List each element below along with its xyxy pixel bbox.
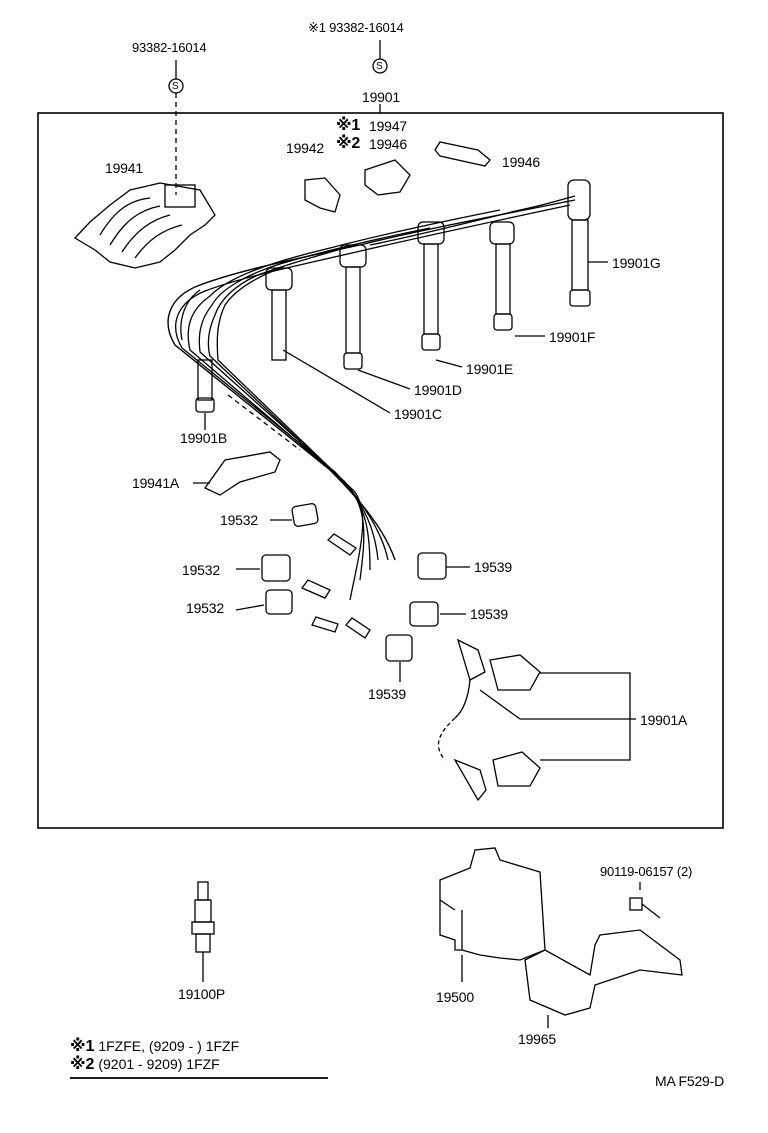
label-19901B: 19901B: [180, 430, 228, 446]
ignition-coil-19500: [439, 847, 546, 982]
boot-19901F: [489, 221, 515, 331]
label-19942: 19942: [286, 140, 324, 156]
boot-19901D: [339, 244, 367, 370]
label-19901F: 19901F: [549, 329, 596, 345]
label-19901G: 19901G: [612, 255, 661, 271]
terminal-boots: [261, 503, 447, 662]
boot-19901C: [265, 267, 293, 361]
bracket-19965: [524, 929, 683, 1028]
holder-19941: [73, 182, 216, 269]
label-mark1: ※1: [336, 117, 361, 134]
label-90119: 90119-06157 (2): [600, 864, 693, 879]
boot-19901B: [195, 359, 215, 413]
lead-19901A: [437, 638, 541, 802]
clamp-19946: [434, 141, 491, 167]
label-19901A: 19901A: [640, 712, 688, 728]
label-19901E: 19901E: [466, 361, 514, 377]
spark-plug-19100P: [191, 881, 215, 982]
boot-19901G: [567, 179, 591, 307]
boot-19901E: [417, 221, 445, 351]
clamp-19947: [364, 159, 411, 196]
label-19532-c: 19532: [186, 600, 224, 616]
label-19500: 19500: [436, 989, 474, 1005]
label-19946-center: 19946: [369, 136, 407, 152]
legend-mark-2: ※2: [70, 1056, 95, 1073]
label-19539-b: 19539: [470, 606, 508, 622]
clamp-19942: [304, 177, 341, 213]
legend-mark-1: ※1: [70, 1038, 95, 1055]
legend-text-2: (9201 - 9209) 1FZF: [98, 1056, 220, 1072]
label-19947: 19947: [369, 118, 407, 134]
label-19941A: 19941A: [132, 475, 180, 491]
label-19532-b: 19532: [182, 562, 220, 578]
s-symbol-mid-text: S: [376, 61, 383, 72]
holder-19941A: [204, 451, 281, 496]
label-mark2: ※2: [336, 135, 361, 152]
label-19100P: 19100P: [178, 986, 226, 1002]
diagram-code: MA F529-D: [655, 1073, 724, 1089]
label-19965: 19965: [518, 1031, 556, 1047]
assembly-frame: [37, 112, 724, 829]
label-19946-right: 19946: [502, 154, 540, 170]
label-19941: 19941: [105, 160, 143, 176]
label-19539-c: 19539: [368, 686, 406, 702]
bolt-90119: [629, 882, 661, 919]
legend-text-1: 1FZFE, (9209 - ) 1FZF: [98, 1038, 240, 1054]
legend-row-1: ※1 1FZFE, (9209 - ) 1FZF: [70, 1037, 239, 1056]
s-symbol-left-text: S: [172, 81, 179, 92]
label-19532-a: 19532: [220, 512, 258, 528]
legend-row-2: ※2 (9201 - 9209) 1FZF: [70, 1055, 220, 1074]
label-19901D: 19901D: [414, 382, 462, 398]
label-set-number: 19901: [362, 89, 400, 105]
label-19901C: 19901C: [394, 406, 442, 422]
label-top-mid-part: ※1 93382-16014: [308, 20, 404, 35]
label-19539-a: 19539: [474, 559, 512, 575]
label-top-left-part: 93382-16014: [132, 40, 207, 55]
